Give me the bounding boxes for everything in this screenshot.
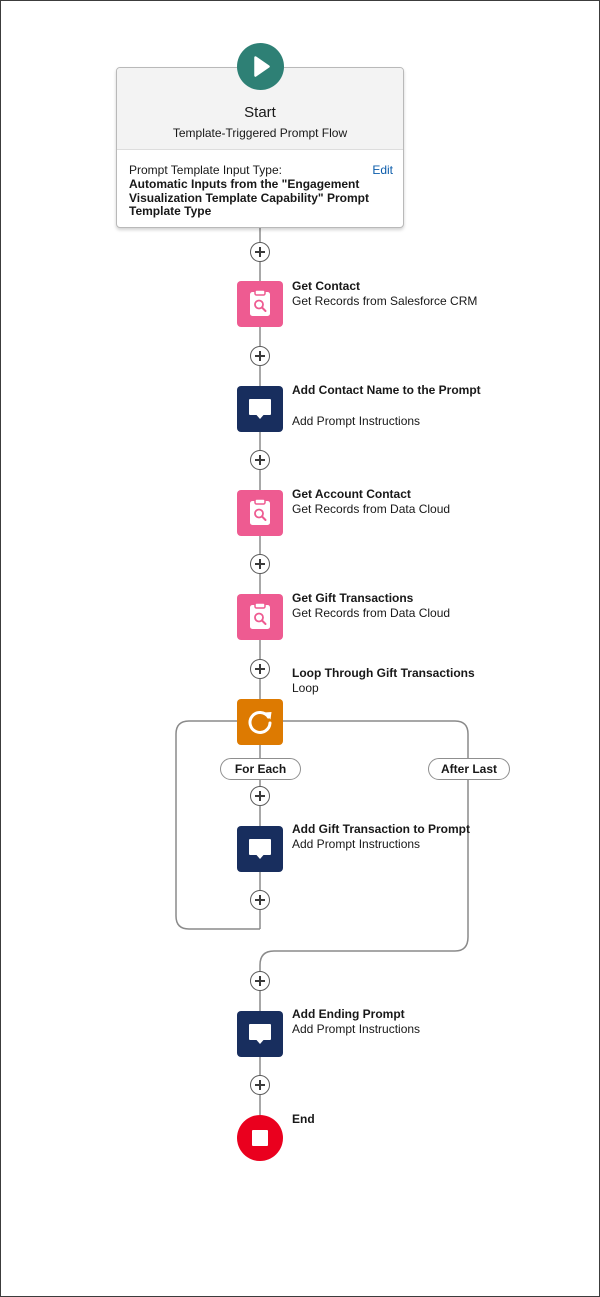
record-lookup-icon	[250, 602, 270, 629]
end-title: End	[292, 1112, 315, 1126]
add-element-button[interactable]	[250, 554, 270, 574]
edit-link[interactable]: Edit	[372, 163, 393, 177]
record-lookup-icon	[250, 498, 270, 525]
node-title: Get Contact	[292, 279, 361, 293]
loop-icon	[248, 710, 272, 734]
end-node[interactable]	[237, 1115, 283, 1161]
node-subtitle: Loop	[292, 681, 319, 695]
node-subtitle: Get Records from Data Cloud	[292, 606, 451, 620]
add-element-button[interactable]	[250, 659, 270, 679]
start-node[interactable]	[237, 43, 284, 90]
start-subtitle: Template-Triggered Prompt Flow	[172, 126, 348, 140]
after-last-line	[259, 720, 469, 1011]
prompt-instructions-icon	[249, 1024, 271, 1044]
add-element-button[interactable]	[250, 890, 270, 910]
node-subtitle: Add Prompt Instructions	[292, 1022, 421, 1036]
loop-node[interactable]	[237, 699, 283, 745]
add-gift-transaction-node[interactable]	[237, 826, 283, 872]
node-subtitle: Add Prompt Instructions	[292, 837, 421, 851]
loop-back-line	[175, 720, 260, 930]
input-type-value: Automatic Inputs from the "Engagement Vi…	[129, 177, 369, 218]
node-title: Loop Through Gift Transactions	[292, 666, 475, 680]
add-ending-prompt-node[interactable]	[237, 1011, 283, 1057]
start-title: Start	[244, 104, 276, 121]
get-gift-transactions-node[interactable]	[237, 594, 283, 640]
node-subtitle: Get Records from Data Cloud	[292, 502, 451, 516]
add-element-button[interactable]	[250, 1075, 270, 1095]
node-title: Add Contact Name to the Prompt	[292, 383, 481, 397]
node-subtitle: Add Prompt Instructions	[292, 414, 421, 428]
stop-icon	[252, 1130, 268, 1146]
prompt-instructions-icon	[249, 839, 271, 859]
add-element-button[interactable]	[250, 242, 270, 262]
for-each-path-label[interactable]: For Each	[220, 758, 301, 780]
add-element-button[interactable]	[250, 971, 270, 991]
node-title: Add Gift Transaction to Prompt	[292, 822, 471, 836]
input-type-label: Prompt Template Input Type:	[129, 163, 282, 177]
node-title: Add Ending Prompt	[292, 1007, 405, 1021]
record-lookup-icon	[250, 289, 270, 316]
node-title: Get Gift Transactions	[292, 591, 414, 605]
start-card-body: Prompt Template Input Type: Edit Automat…	[117, 150, 403, 219]
get-account-contact-node[interactable]	[237, 490, 283, 536]
add-contact-name-node[interactable]	[237, 386, 283, 432]
node-title: Get Account Contact	[292, 487, 411, 501]
get-contact-node[interactable]	[237, 281, 283, 327]
play-icon	[254, 56, 270, 77]
add-element-button[interactable]	[250, 786, 270, 806]
after-last-path-label[interactable]: After Last	[428, 758, 510, 780]
add-element-button[interactable]	[250, 346, 270, 366]
node-subtitle: Get Records from Salesforce CRM	[292, 294, 478, 308]
start-card[interactable]: Start Template-Triggered Prompt Flow Pro…	[116, 67, 404, 228]
prompt-instructions-icon	[249, 399, 271, 419]
add-element-button[interactable]	[250, 450, 270, 470]
